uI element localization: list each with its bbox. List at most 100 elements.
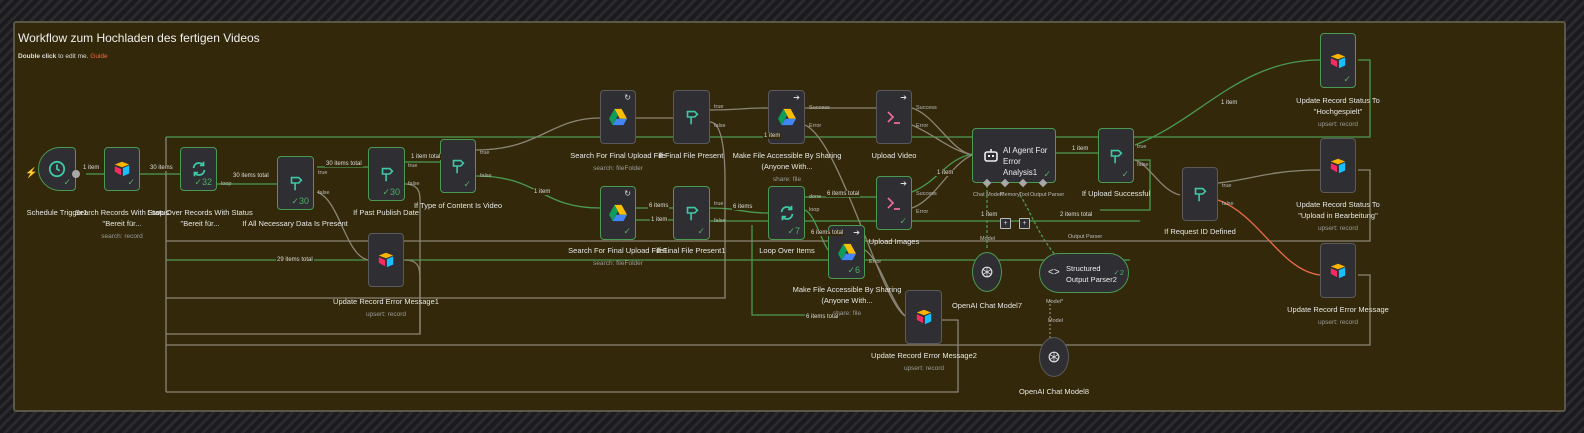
node-if-final-present[interactable] — [673, 90, 710, 144]
edge-label: 1 item — [1071, 146, 1090, 152]
node-title-line2: Output Parser2 — [1066, 275, 1117, 284]
success-check-icon: ✓ — [623, 226, 631, 236]
edge-label: 1 item — [533, 189, 552, 195]
label-text: Update Record Status To "Upload in Bearb… — [1296, 200, 1380, 220]
port-label: false — [318, 190, 330, 196]
airtable-icon — [916, 309, 931, 325]
node-label: OpenAI Chat Model7 — [951, 301, 1023, 310]
port-label: true — [408, 163, 418, 169]
if-signpost-icon — [1194, 187, 1207, 202]
google-drive-icon — [777, 108, 796, 126]
label-text: Make File Accessible By Sharing (Anyone … — [732, 151, 842, 171]
node-make-accessible[interactable]: ➔ — [768, 90, 805, 144]
port-label: true — [480, 150, 490, 156]
node-update-error-1[interactable] — [368, 233, 404, 287]
node-subtitle: search: fileFolder — [593, 260, 643, 267]
node-label: OpenAI Chat Model8 — [1018, 387, 1090, 396]
edge-label: 2 items total — [1059, 212, 1094, 218]
node-title-line1: AI Agent For — [1003, 146, 1048, 155]
node-label: Loop Over Records With Status "Bereit fü… — [147, 208, 253, 228]
node-openai-8[interactable] — [1039, 337, 1069, 377]
node-loop-items[interactable]: ✓7 — [768, 186, 805, 240]
openai-icon — [981, 266, 993, 278]
node-openai-7[interactable] — [972, 252, 1002, 292]
edge-label: 1 item — [936, 170, 955, 176]
wire — [804, 209, 829, 251]
node-if-data-present[interactable]: ✓30 — [277, 156, 314, 210]
port-label: Error — [916, 123, 929, 129]
edge-label: 30 items total — [232, 173, 270, 179]
add-tool-button[interactable]: + — [1019, 218, 1030, 229]
edge-label: 1 item total — [410, 154, 442, 160]
port-label: true — [1137, 144, 1147, 150]
edge-label: 1 item — [1220, 100, 1239, 106]
terminal-icon — [887, 111, 900, 124]
node-loop-records[interactable]: ✓32 — [180, 147, 217, 191]
node-update-hochgespielt[interactable]: ✓ — [1320, 33, 1356, 88]
run-count: ✓30 — [291, 196, 309, 206]
port-label: false — [1222, 201, 1234, 207]
port-label: false — [714, 218, 726, 224]
node-label: Update Record Status To "Hochgespielt"up… — [1283, 95, 1393, 130]
success-check-icon: ✓ — [127, 177, 135, 187]
wire — [166, 319, 959, 393]
node-title-line2: Error Analysis1 — [1003, 157, 1038, 177]
node-if-type-video[interactable]: ✓ — [440, 139, 476, 193]
add-memory-button[interactable]: + — [1000, 218, 1011, 229]
port-label: true — [714, 201, 724, 207]
node-search-final-upload[interactable]: ↻ — [600, 90, 636, 144]
if-signpost-icon — [452, 159, 465, 174]
node-search-records[interactable]: ✓ — [104, 147, 140, 191]
port-label: Success — [916, 105, 937, 111]
port-label: Success — [809, 105, 830, 111]
node-if-upload-success[interactable]: ✓ — [1098, 128, 1134, 183]
node-output-parser-2[interactable]: <> Structured Output Parser2 ✓2 — [1039, 253, 1129, 293]
node-label: Make File Accessible By Sharing (Anyone … — [732, 150, 842, 185]
node-ai-agent[interactable]: AI Agent For Error Analysis1 ✓ — [972, 128, 1056, 183]
clock-icon — [48, 160, 66, 178]
guide-link[interactable]: Guide — [90, 53, 108, 60]
node-label: Search Records With Status "Bereit für..… — [67, 207, 177, 242]
google-drive-icon — [609, 204, 627, 222]
success-check-icon: ✓ — [463, 179, 471, 189]
wire — [864, 249, 906, 317]
node-search-final-upload-1[interactable]: ↻ ✓ — [600, 186, 636, 240]
node-if-past-publish[interactable]: ✓30 — [368, 147, 405, 201]
wire — [1019, 194, 1061, 261]
node-update-error[interactable] — [1320, 243, 1356, 298]
port-label: false — [408, 181, 420, 187]
wire — [911, 154, 973, 209]
port-label: Memory — [1000, 192, 1020, 198]
port-label: loop — [221, 181, 232, 187]
edge-label: 6 items total — [805, 314, 840, 320]
node-label: If Type of Content Is Video — [413, 201, 503, 210]
edge-label: 1 item — [763, 133, 782, 139]
node-label: Upload Images — [868, 237, 920, 246]
port-label: Model — [1048, 318, 1063, 324]
output-port[interactable] — [72, 170, 80, 178]
node-upload-video[interactable]: ➔ — [876, 90, 912, 144]
edge-label: 1 item — [82, 165, 101, 171]
node-label: If Request ID Defined — [1164, 227, 1236, 236]
google-drive-icon — [609, 108, 627, 126]
node-update-error-2[interactable] — [905, 290, 942, 344]
node-schedule-trigger[interactable]: ✓ — [38, 147, 76, 191]
node-upload-images[interactable]: ➔ ✓ — [876, 176, 912, 230]
port-label: Chat Model* — [973, 192, 1004, 198]
wire — [316, 191, 369, 261]
port-label: Model — [980, 236, 995, 242]
port-label: false — [480, 173, 492, 179]
node-subtitle: share: file — [772, 176, 802, 183]
loop-icon — [192, 161, 205, 177]
trigger-bolt-icon: ⚡ — [25, 168, 38, 179]
port-label: Error — [809, 123, 822, 129]
node-update-in-bearbeitung[interactable] — [1320, 138, 1356, 193]
run-count: ✓30 — [382, 187, 400, 197]
port-label: true — [318, 170, 328, 176]
label-text: Search For Final Upload File1 — [568, 246, 668, 255]
node-if-final-present-1[interactable]: ✓ — [673, 186, 710, 240]
node-if-request-id[interactable] — [1182, 167, 1218, 221]
label-text: Search Records With Status "Bereit für..… — [74, 208, 170, 228]
